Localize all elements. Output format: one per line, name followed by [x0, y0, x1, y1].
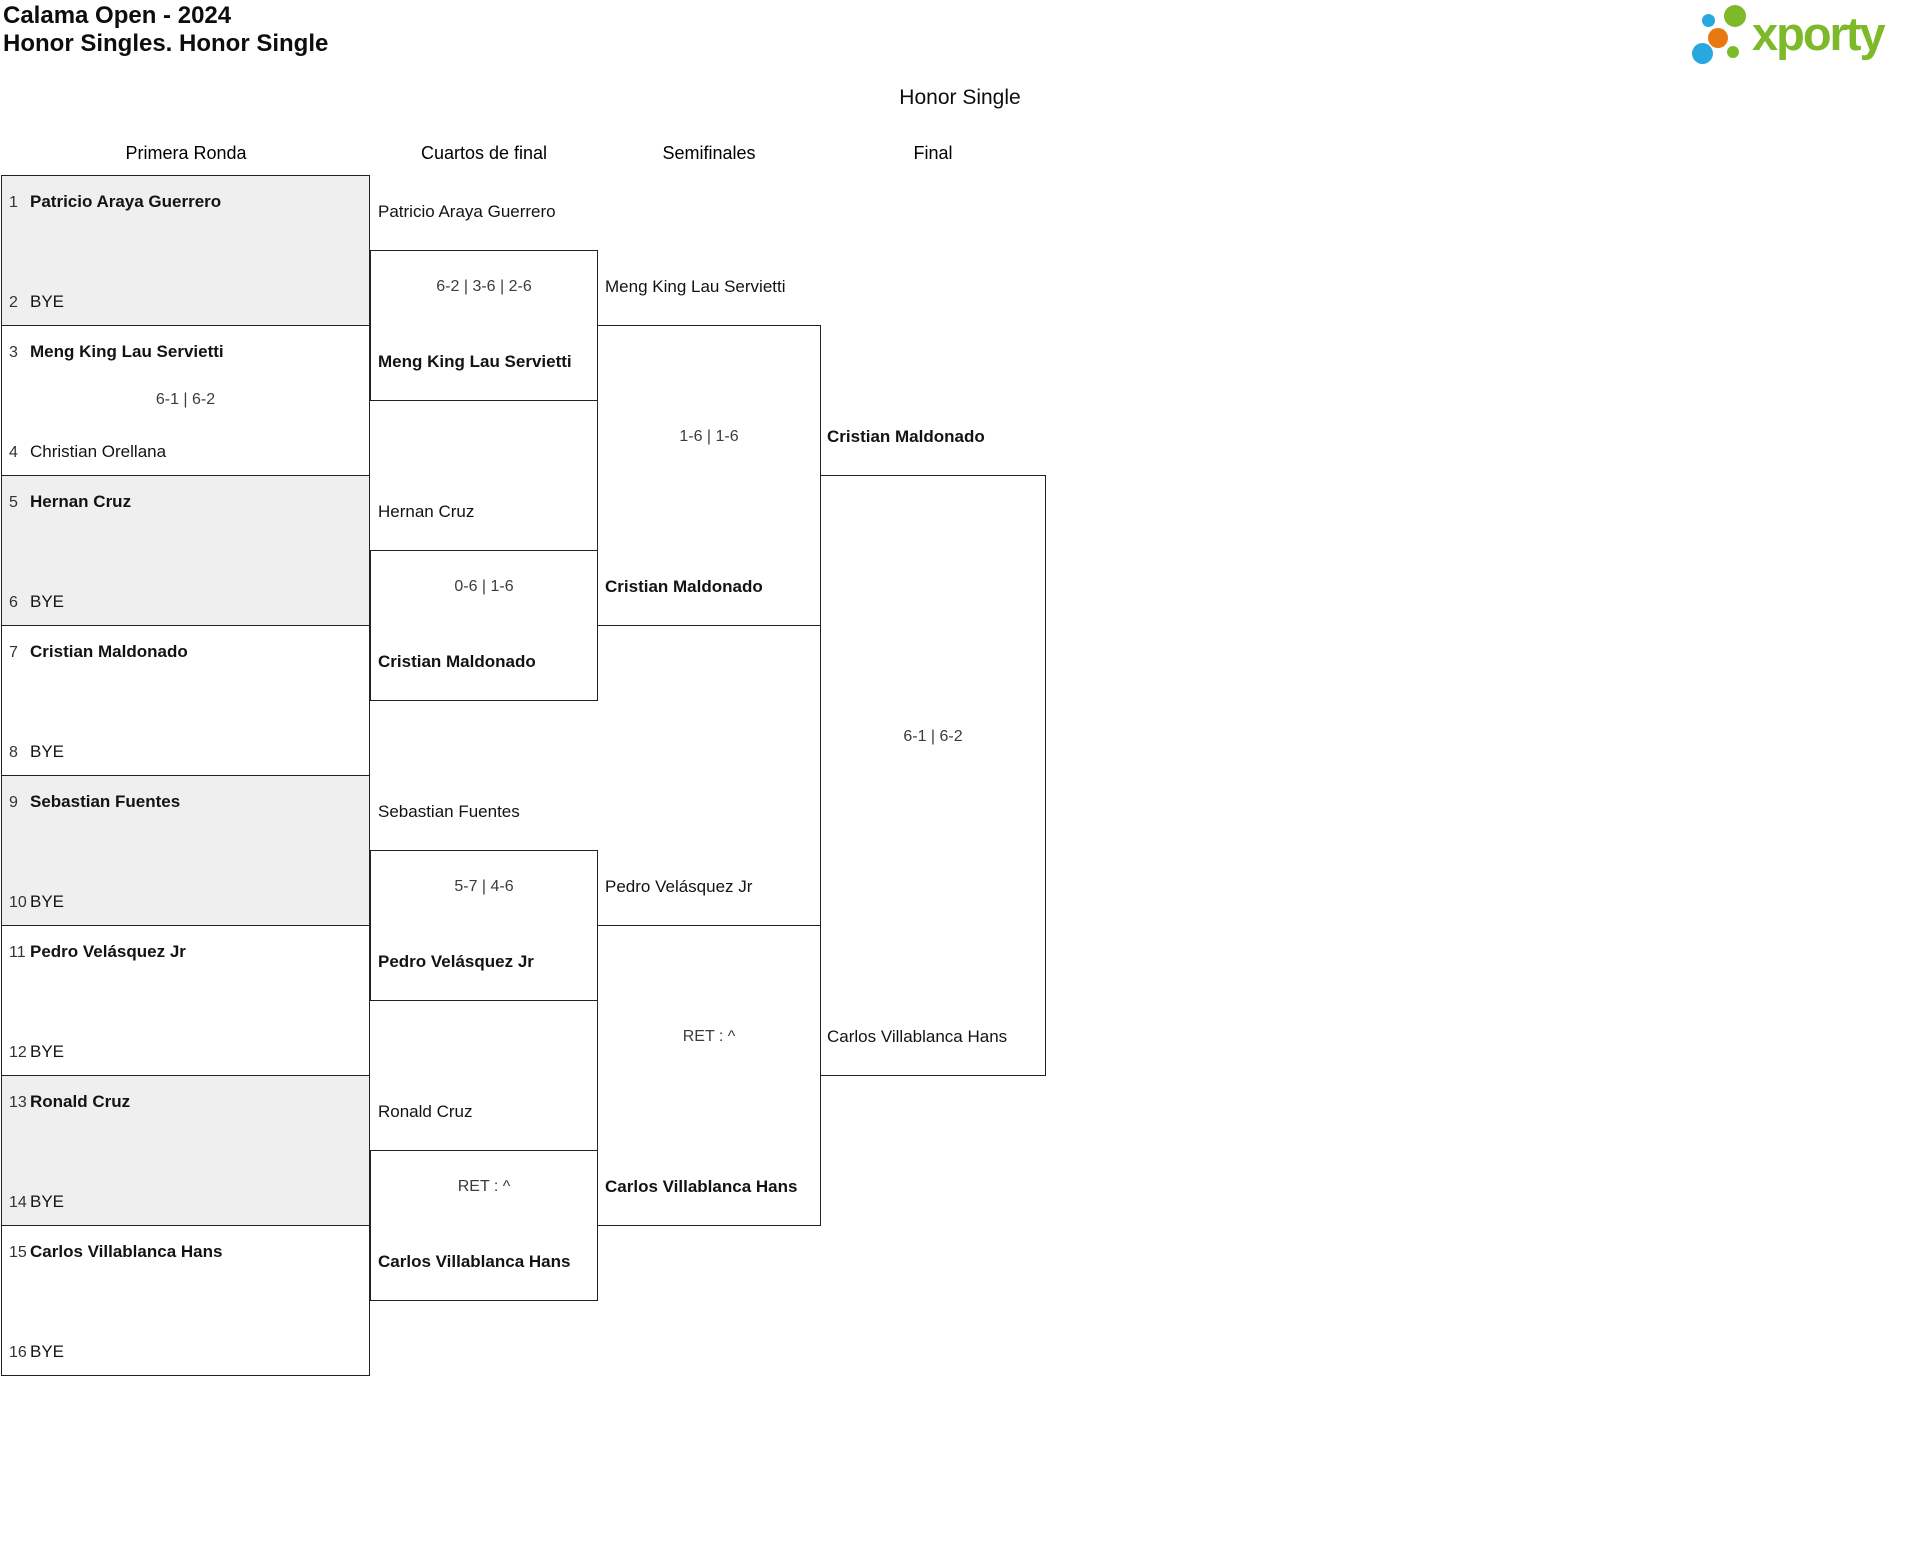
- sf1-player-bottom: Cristian Maldonado: [605, 577, 763, 596]
- r1-slot-1-player: Patricio Araya Guerrero: [30, 192, 222, 211]
- logo-dot-green-small-icon: [1727, 46, 1739, 58]
- r1-match2-score: 6-1 | 6-2: [155, 391, 216, 408]
- r1-slot-5-player: Hernan Cruz: [30, 492, 132, 511]
- qf3-player-top: Sebastian Fuentes: [378, 802, 520, 821]
- r1-match1-box: [1, 175, 370, 326]
- column-header-semifinals: Semifinales: [662, 143, 756, 163]
- r1-match6-box: [1, 925, 370, 1076]
- r1-match2-box: [1, 325, 370, 476]
- r1-slot-14-seed: 14: [9, 1194, 27, 1211]
- r1-match4-box: [1, 625, 370, 776]
- r1-slot-11-seed: 11: [9, 944, 26, 961]
- page-title: Calama Open - 2024: [3, 2, 232, 29]
- final-player-bottom: Carlos Villablanca Hans: [827, 1027, 1008, 1046]
- r1-slot-9: 9 Sebastian Fuentes: [9, 792, 180, 812]
- r1-slot-1: 1 Patricio Araya Guerrero: [9, 192, 221, 212]
- qf2-box: [370, 550, 598, 701]
- r1-slot-9-player: Sebastian Fuentes: [30, 792, 181, 811]
- r1-slot-3-player: Meng King Lau Servietti: [30, 342, 224, 361]
- qf3-box: [370, 850, 598, 1001]
- qf1-box: [370, 250, 598, 401]
- qf2-player-bottom: Cristian Maldonado: [378, 652, 536, 671]
- qf1-player-top: Patricio Araya Guerrero: [378, 202, 556, 221]
- r1-slot-13-player: Ronald Cruz: [30, 1092, 131, 1111]
- r1-slot-7: 7 Cristian Maldonado: [9, 642, 188, 662]
- final-box: [820, 475, 1046, 1076]
- logo-dot-blue-small-icon: [1702, 14, 1715, 27]
- r1-slot-3: 3 Meng King Lau Servietti: [9, 342, 224, 362]
- r1-slot-16-seed: 16: [9, 1344, 27, 1361]
- r1-slot-12-seed: 12: [9, 1044, 27, 1061]
- r1-slot-6: 6 BYE: [9, 592, 64, 612]
- r1-slot-8: 8 BYE: [9, 742, 64, 762]
- r1-slot-7-seed: 7: [9, 644, 18, 661]
- r1-match3-box: [1, 475, 370, 626]
- r1-slot-4: 4 Christian Orellana: [9, 442, 166, 462]
- logo-dot-green-big-icon: [1724, 5, 1746, 27]
- r1-match7-box: [1, 1075, 370, 1226]
- r1-slot-14-player: BYE: [30, 1192, 65, 1211]
- qf4-box: [370, 1150, 598, 1301]
- page-subtitle: Honor Singles. Honor Single: [3, 30, 329, 57]
- sf2-player-top: Pedro Velásquez Jr: [605, 877, 753, 896]
- qf3-score: 5-7 | 4-6: [454, 878, 514, 895]
- bracket-title: Honor Single: [899, 86, 1021, 109]
- logo-dot-blue-big-icon: [1692, 43, 1713, 64]
- r1-slot-16-player: BYE: [30, 1342, 65, 1361]
- qf1-player-bottom: Meng King Lau Servietti: [378, 352, 572, 371]
- sf2-player-bottom: Carlos Villablanca Hans: [605, 1177, 798, 1196]
- r1-slot-12-player: BYE: [30, 1042, 65, 1061]
- r1-slot-5: 5 Hernan Cruz: [9, 492, 131, 512]
- logo-dot-orange-icon: [1708, 28, 1728, 48]
- r1-slot-1-seed: 1: [9, 194, 18, 211]
- column-header-final: Final: [913, 143, 953, 163]
- qf3-player-bottom: Pedro Velásquez Jr: [378, 952, 534, 971]
- qf2-player-top: Hernan Cruz: [378, 502, 475, 521]
- r1-slot-4-player: Christian Orellana: [30, 442, 167, 461]
- qf1-score: 6-2 | 3-6 | 2-6: [436, 278, 532, 295]
- r1-match5-box: [1, 775, 370, 926]
- r1-match8-box: [1, 1225, 370, 1376]
- r1-slot-8-player: BYE: [30, 742, 65, 761]
- sf2-score: RET : ^: [682, 1028, 736, 1045]
- qf4-player-top: Ronald Cruz: [378, 1102, 473, 1121]
- r1-slot-6-player: BYE: [30, 592, 65, 611]
- r1-slot-5-seed: 5: [9, 494, 18, 511]
- r1-slot-15-player: Carlos Villablanca Hans: [30, 1242, 223, 1261]
- column-header-quarterfinals: Cuartos de final: [420, 143, 548, 163]
- r1-slot-6-seed: 6: [9, 594, 18, 611]
- r1-slot-15-seed: 15: [9, 1244, 27, 1261]
- r1-slot-4-seed: 4: [9, 444, 18, 461]
- r1-slot-13-seed: 13: [9, 1094, 27, 1111]
- r1-slot-11-player: Pedro Velásquez Jr: [30, 942, 186, 961]
- qf4-player-bottom: Carlos Villablanca Hans: [378, 1252, 571, 1271]
- final-player-top: Cristian Maldonado: [827, 427, 985, 446]
- r1-slot-2: 2 BYE: [9, 292, 64, 312]
- r1-slot-10-seed: 10: [9, 894, 27, 911]
- final-score: 6-1 | 6-2: [903, 728, 963, 745]
- logo-wordmark: xporty: [1752, 7, 1886, 60]
- qf2-score: 0-6 | 1-6: [454, 578, 514, 595]
- r1-slot-10-player: BYE: [30, 892, 65, 911]
- sf1-score: 1-6 | 1-6: [679, 428, 739, 445]
- r1-slot-9-seed: 9: [9, 794, 18, 811]
- r1-slot-7-player: Cristian Maldonado: [30, 642, 188, 661]
- r1-slot-3-seed: 3: [9, 344, 18, 361]
- sf1-player-top: Meng King Lau Servietti: [605, 277, 786, 296]
- r1-slot-2-seed: 2: [9, 294, 18, 311]
- qf4-score: RET : ^: [457, 1178, 511, 1195]
- column-header-round1: Primera Ronda: [125, 143, 247, 163]
- r1-slot-8-seed: 8: [9, 744, 18, 761]
- r1-slot-2-player: BYE: [30, 292, 65, 311]
